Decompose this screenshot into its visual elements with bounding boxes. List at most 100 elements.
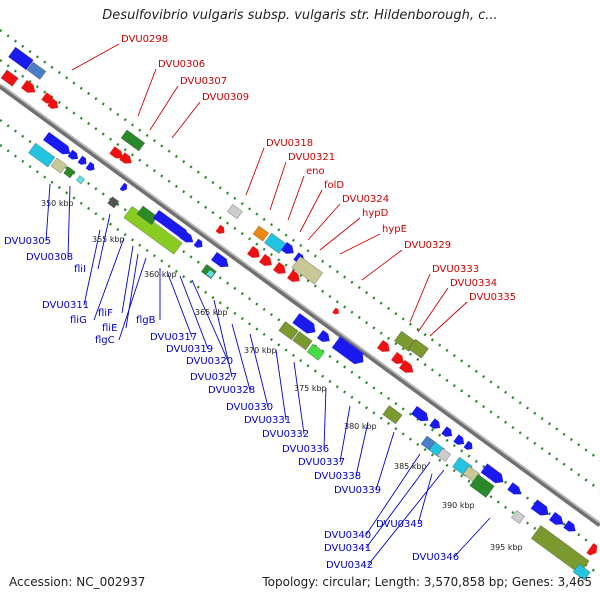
- label-connector: [171, 101, 201, 139]
- gene-box: [28, 142, 56, 168]
- gene-arrow: [119, 152, 132, 164]
- gene-label-reverse: DVU0336: [282, 444, 329, 455]
- gene-label-reverse: flgB: [136, 315, 156, 326]
- accession-text: Accession: NC_002937: [9, 575, 146, 589]
- gene-arrow: [77, 155, 87, 165]
- gene-box: [50, 157, 67, 174]
- gene-box: [291, 256, 323, 285]
- gene-arrow: [43, 131, 71, 155]
- gene-arrow: [153, 209, 189, 239]
- gene-label-forward: DVU0298: [121, 34, 168, 45]
- gene-arrow: [0, 69, 19, 87]
- label-connector: [365, 461, 431, 549]
- label-connector: [339, 233, 381, 255]
- gene-arrow: [563, 520, 576, 532]
- gene-arrow: [292, 313, 316, 334]
- track-dotted-line: [0, 143, 600, 577]
- gene-box: [408, 338, 429, 359]
- gene-arrow: [247, 245, 260, 258]
- gene-box: [252, 225, 269, 242]
- gene-label-reverse: DVU0308: [26, 252, 73, 263]
- gene-box: [531, 525, 590, 575]
- label-connector: [417, 473, 433, 525]
- gene-arrow: [530, 499, 549, 516]
- label-connector: [417, 287, 449, 333]
- gene-arrow: [429, 418, 441, 429]
- gene-box: [511, 510, 525, 524]
- label-connector: [367, 469, 445, 566]
- gene-box: [123, 206, 183, 255]
- gene-arrow: [463, 440, 473, 450]
- gene-box: [292, 331, 313, 351]
- label-connector: [429, 301, 468, 337]
- gene-arrow: [259, 253, 272, 266]
- backbone-highlight: [0, 83, 600, 524]
- gene-arrow: [441, 426, 453, 437]
- gene-label-forward: folD: [324, 180, 344, 191]
- gene-label-forward: hypD: [362, 208, 389, 219]
- gene-label-forward: DVU0307: [180, 76, 227, 87]
- gene-label-forward: DVU0333: [432, 264, 479, 275]
- gene-label-reverse: DVU0338: [314, 471, 361, 482]
- map-title: Desulfovibrio vulgaris subsp. vulgaris s…: [102, 8, 498, 23]
- gene-box: [572, 563, 591, 581]
- gene-arrow: [453, 434, 465, 445]
- gene-arrow: [411, 405, 429, 422]
- gene-label-forward: DVU0334: [450, 278, 497, 289]
- feature-layer: [0, 46, 598, 581]
- label-connector: [287, 175, 305, 221]
- gene-box: [227, 204, 243, 219]
- label-connector: [191, 279, 229, 362]
- label-connector: [231, 323, 251, 391]
- label-connector: [149, 85, 179, 131]
- gene-arrow: [41, 92, 54, 104]
- label-connector: [323, 387, 327, 450]
- kbp-label: 385 kbp: [394, 462, 427, 471]
- gene-label-reverse: DVU0341: [324, 543, 371, 554]
- kbp-label: 350 kbp: [41, 199, 74, 208]
- label-connector: [167, 273, 193, 338]
- gene-label-reverse: DVU0305: [4, 236, 51, 247]
- gene-arrow: [67, 149, 79, 160]
- gene-label-reverse: DVU0320: [186, 356, 233, 367]
- gene-box: [469, 474, 495, 498]
- backbone-line: [0, 83, 600, 528]
- gene-arrow: [332, 307, 339, 315]
- gene-arrow: [179, 230, 194, 243]
- label-connector: [71, 43, 120, 71]
- gene-arrow: [586, 543, 598, 556]
- gene-box: [107, 196, 120, 209]
- kbp-label: 390 kbp: [442, 501, 475, 510]
- gene-box: [278, 321, 299, 341]
- gene-label-forward: DVU0321: [288, 152, 335, 163]
- label-connector: [299, 189, 323, 233]
- label-connector: [275, 349, 287, 421]
- kbp-label: 375 kbp: [294, 384, 327, 393]
- gene-label-reverse: flgC: [95, 335, 115, 346]
- label-connector: [293, 361, 305, 435]
- label-connector: [97, 213, 111, 270]
- label-connector: [137, 68, 157, 117]
- gene-label-forward: eno: [306, 166, 325, 177]
- gene-label-reverse: DVU0332: [262, 429, 309, 440]
- kbp-label: 360 kbp: [144, 270, 177, 279]
- gene-arrow: [21, 79, 36, 93]
- gene-box: [437, 448, 451, 462]
- gene-arrow: [317, 329, 330, 342]
- gene-label-reverse: DVU0343: [376, 519, 423, 530]
- kbp-label: 395 kbp: [490, 543, 523, 552]
- gene-arrow: [8, 46, 34, 71]
- gene-arrow: [507, 482, 522, 495]
- label-connector: [179, 275, 209, 350]
- gene-box: [206, 269, 215, 279]
- gene-box: [120, 129, 145, 152]
- label-connector: [121, 245, 134, 314]
- gene-arrow: [287, 269, 300, 282]
- kbp-label: 370 kbp: [244, 346, 277, 355]
- gene-box: [26, 61, 47, 80]
- label-connector: [249, 333, 269, 408]
- gene-arrow: [273, 261, 286, 274]
- label-connector: [355, 421, 369, 477]
- topology-text: Topology: circular; Length: 3,570,858 bp…: [262, 575, 592, 589]
